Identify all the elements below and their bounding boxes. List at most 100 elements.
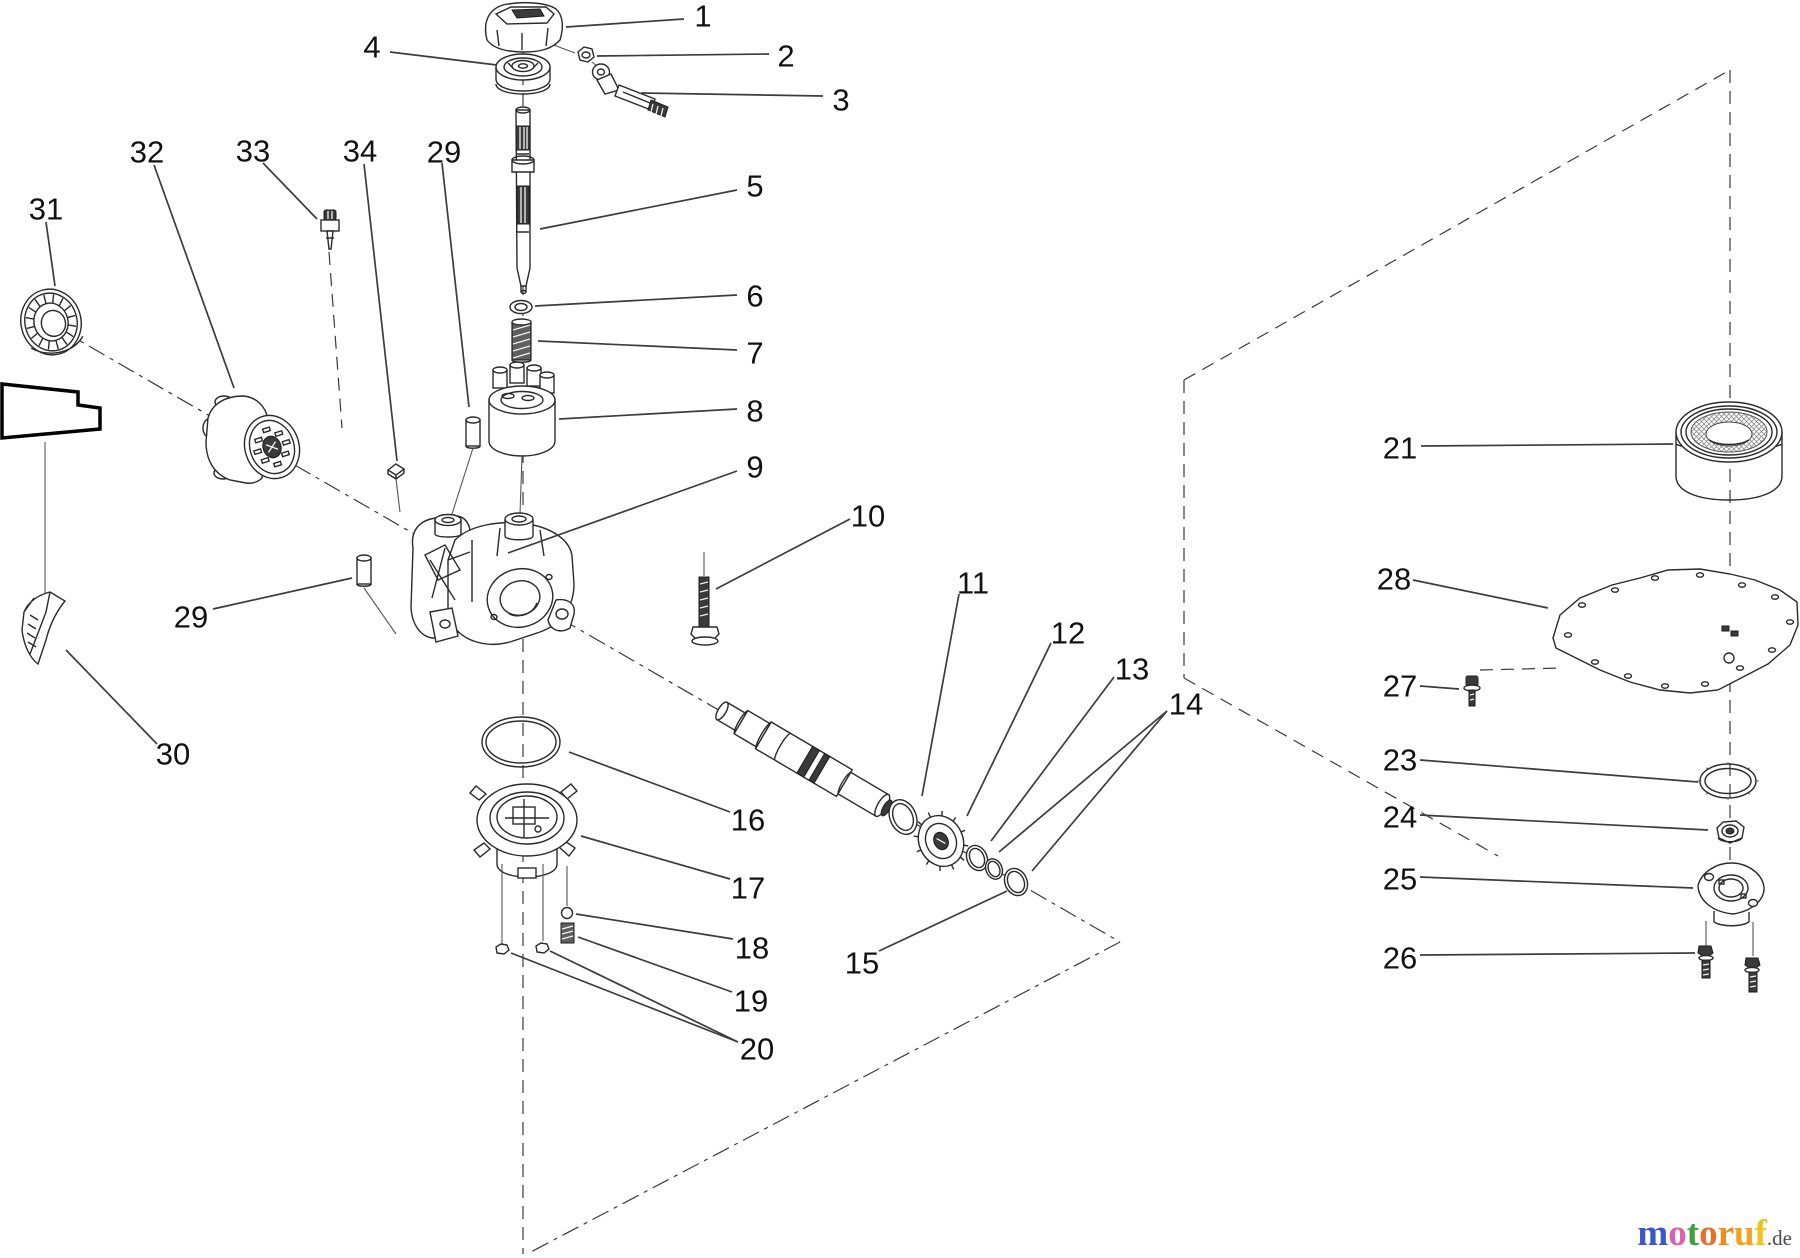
callout-label-18: 18: [735, 931, 769, 966]
callout-label-33: 33: [236, 134, 270, 169]
callout-label-32: 32: [130, 135, 164, 170]
axis-return-line: [526, 941, 1121, 1255]
leader-line-5: [539, 189, 738, 230]
callout-label-21: 21: [1383, 431, 1417, 466]
leader-line-17: [580, 835, 731, 880]
callout-label-8: 8: [746, 394, 763, 429]
callout-label-14: 14: [1169, 687, 1203, 722]
part-24-nut: [1716, 820, 1745, 844]
leader-line-6: [534, 294, 738, 307]
leader-line-23: [1419, 759, 1699, 783]
part-31-tapered-bearing: [20, 288, 84, 356]
logo-letter-f6: f: [1754, 1213, 1767, 1254]
callout-label-20: 20: [740, 1032, 774, 1067]
part-3-bypass-lever: [591, 63, 669, 118]
leader-line-8: [558, 408, 738, 420]
part-33-fitting: [320, 209, 340, 250]
part-19-spring-small: [560, 922, 575, 944]
part-16-o-ring: [481, 716, 561, 768]
callout-label-12: 12: [1051, 616, 1085, 651]
part-4-fan-pulley: [495, 53, 551, 95]
callout-label-9: 9: [746, 450, 763, 485]
leader-line-28: [1412, 579, 1549, 609]
leader-line-20: [510, 952, 739, 1043]
part-23-o-ring: [1697, 762, 1759, 800]
callout-label-16: 16: [731, 803, 765, 838]
logo-letter-o3: o: [1699, 1213, 1718, 1254]
callout-label-2: 2: [777, 39, 794, 74]
callout-label-26: 26: [1383, 941, 1417, 976]
leader-line-7: [537, 340, 738, 351]
callout-label-31: 31: [29, 192, 63, 227]
logo-suffix: .de: [1766, 1226, 1792, 1250]
part-34-key: [386, 463, 406, 480]
part-6-washer: [509, 299, 533, 315]
part-5-pump-shaft: [511, 106, 535, 295]
leader-line-32: [153, 164, 235, 389]
callout-label-4: 4: [363, 30, 380, 65]
part-clipped-bracket: [0, 382, 102, 440]
part-29-pin-upper: [465, 416, 481, 449]
gasket-holes: [1563, 572, 1795, 689]
logo-letter-r4: r: [1717, 1213, 1735, 1254]
pistons: [492, 361, 555, 394]
part-28-gasket-plate: [1552, 568, 1799, 694]
callout-label-3: 3: [832, 83, 849, 118]
motoruf-logo[interactable]: motoruf.de: [1637, 1215, 1792, 1252]
leader-line-27: [1419, 685, 1460, 690]
callout-label-17: 17: [731, 871, 765, 906]
callout-label-13: 13: [1115, 652, 1149, 687]
part-14-snap-ring-b: [984, 858, 1004, 880]
leader-line-2: [596, 53, 770, 57]
part-20-nuts: [495, 942, 550, 955]
leader-line-1: [565, 18, 685, 28]
leader-line-29a: [441, 162, 470, 408]
leader-line-16: [568, 751, 731, 813]
part-12-thrust-washer: [888, 799, 918, 835]
leader-line-25: [1419, 876, 1694, 889]
logo-letter-t2: t: [1686, 1213, 1700, 1254]
part-26-screws: [1697, 945, 1761, 993]
part-8-cylinder-block: [488, 361, 556, 457]
part-11-axle-shaft: [715, 701, 893, 818]
callout-layer: 1234567891011121314151617181920212324252…: [29, 0, 1709, 1067]
callout-label-29b: 29: [174, 600, 208, 635]
part-1-control-cap: [484, 1, 564, 53]
leader-line-13: [990, 676, 1115, 842]
callout-label-30: 30: [156, 737, 190, 772]
leader-line-20: [549, 950, 739, 1043]
assembly-connector-lines: [363, 447, 705, 635]
leader-line-30: [65, 649, 158, 745]
callout-label-7: 7: [746, 336, 763, 371]
flange-screw-lines: [1705, 921, 1754, 956]
leader-line-34: [363, 163, 398, 462]
part-21-filter: [1675, 401, 1783, 501]
leader-line-18: [575, 913, 734, 940]
part-14-snap-ring-a: [965, 844, 989, 872]
leader-line-4: [389, 51, 498, 66]
leader-line-15: [878, 890, 1008, 952]
part-13-bevel-gear: [913, 810, 969, 872]
leader-line-24: [1419, 814, 1709, 831]
callout-label-10: 10: [851, 499, 885, 534]
logo-letter-m0: m: [1637, 1213, 1669, 1254]
part-9-transmission-housing: [410, 512, 575, 646]
callout-label-24: 24: [1383, 800, 1417, 835]
leader-line-9: [507, 470, 738, 554]
leader-line-29b: [212, 577, 353, 610]
part-29-pin-lower: [356, 554, 372, 587]
part-32-drive-drum: [202, 395, 301, 484]
callout-label-19: 19: [734, 984, 768, 1019]
leader-line-14: [1031, 710, 1168, 872]
part-18-ball: [560, 906, 574, 920]
leader-line-12: [966, 642, 1052, 817]
screw-link-line: [1479, 667, 1563, 671]
callout-label-29a: 29: [427, 135, 461, 170]
construction-lines: [29, 30, 1731, 1255]
pin-center-line: [328, 251, 343, 429]
part-10-hex-bolt: [690, 576, 720, 646]
cover-hardware-lines: [501, 864, 568, 944]
callout-label-5: 5: [746, 169, 763, 204]
